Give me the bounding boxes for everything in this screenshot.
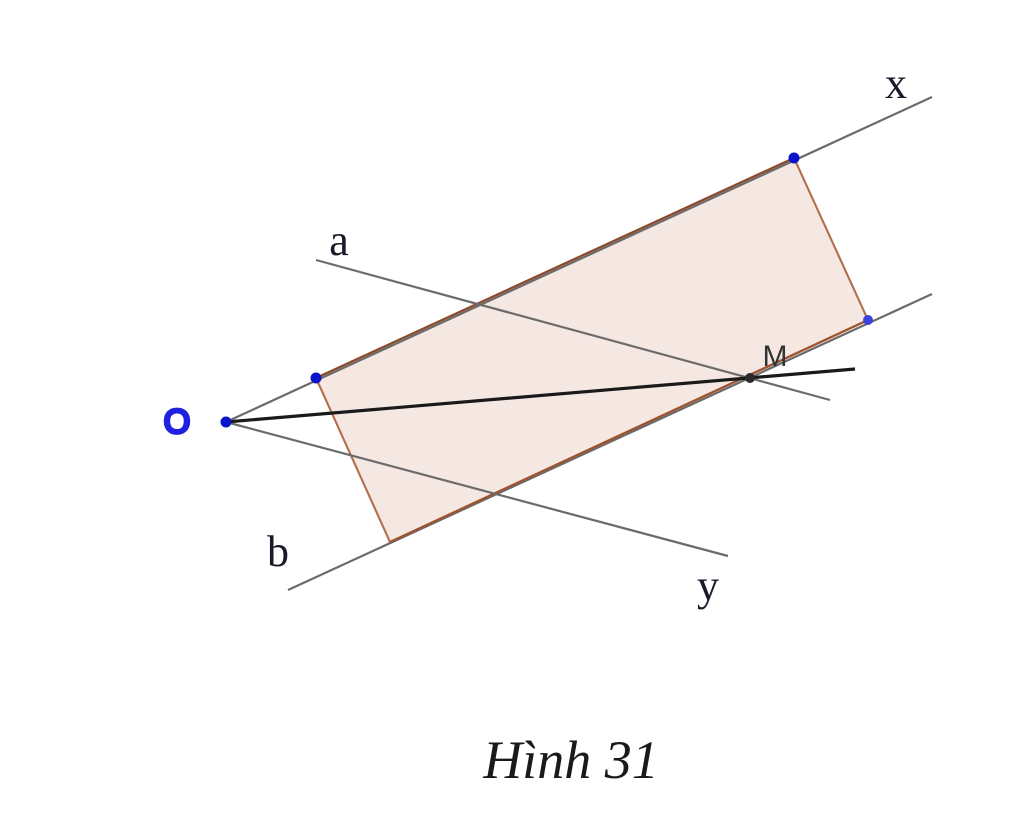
- ray-ox: [225, 96, 933, 423]
- point-p1: [310, 372, 322, 384]
- label-a: a: [329, 216, 349, 265]
- parallelogram-bottom-edge: [389, 319, 869, 543]
- label-origin: O: [164, 403, 190, 441]
- parallelogram-top-edge: [315, 157, 795, 379]
- label-x: x: [885, 59, 907, 108]
- point-p3: [863, 315, 873, 325]
- figure-caption: Hình 31: [482, 730, 659, 790]
- point-p2: [788, 152, 800, 164]
- ray-oy: [225, 420, 729, 558]
- parallelogram-right-edge: [793, 157, 869, 321]
- point-o: [220, 416, 232, 428]
- label-m: M: [763, 340, 788, 373]
- parallelogram-left-edge: [315, 377, 391, 543]
- label-b: b: [267, 527, 289, 576]
- label-y: y: [697, 561, 719, 610]
- line-a: [315, 258, 831, 402]
- point-m: [745, 373, 755, 383]
